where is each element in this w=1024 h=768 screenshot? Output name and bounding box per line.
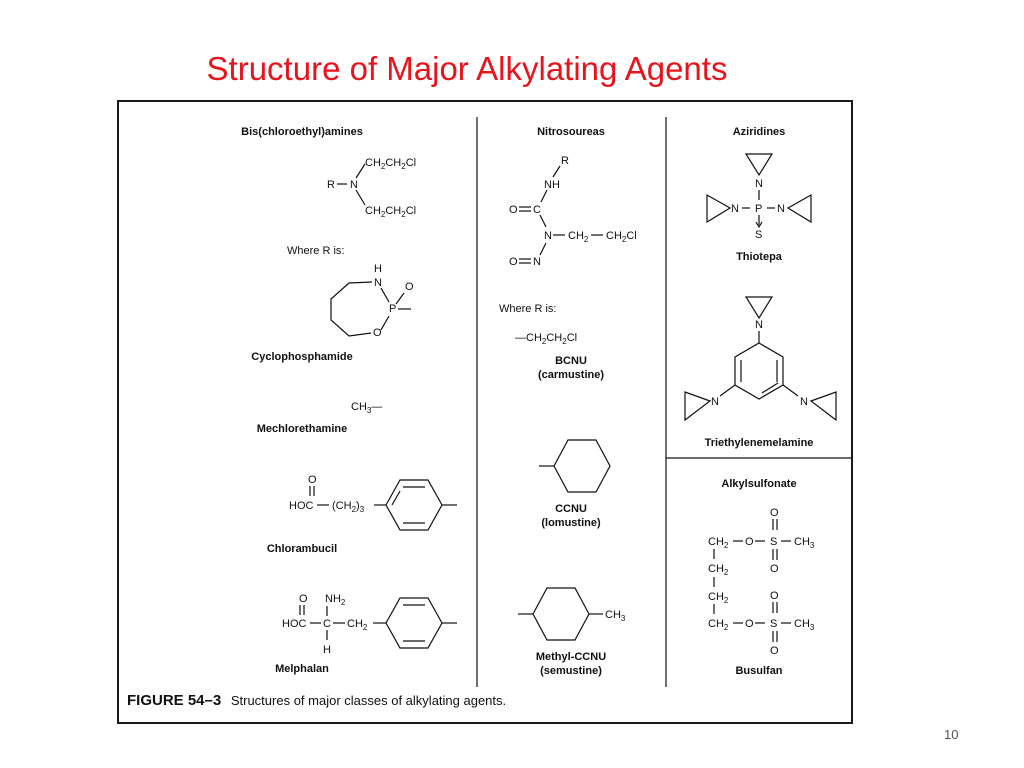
- methyl-ccnu-structure: CH3 Methyl-CCNU (semustine): [518, 587, 626, 677]
- chlorambucil-structure: O HOC (CH2)3 Chlorambucil: [267, 474, 457, 555]
- svg-text:H: H: [374, 263, 382, 275]
- figure-caption: FIGURE 54–3 Structures of major classes …: [127, 692, 506, 709]
- drug-name-triethylenemelamine: Triethylenemelamine: [705, 437, 814, 449]
- svg-text:HOC: HOC: [282, 618, 307, 630]
- svg-text:N: N: [533, 256, 541, 268]
- svg-text:N: N: [374, 277, 382, 289]
- svg-text:N: N: [755, 178, 763, 190]
- svg-text:CH3: CH3: [794, 536, 815, 550]
- aziridines-header: Aziridines: [733, 126, 786, 138]
- svg-text:CH3: CH3: [794, 618, 815, 632]
- svg-text:O: O: [770, 590, 779, 602]
- ccnu-structure: CCNU (lomustine): [539, 439, 611, 529]
- svg-text:CH2: CH2: [708, 536, 729, 550]
- svg-text:(CH2)3: (CH2)3: [332, 500, 365, 514]
- cyclophosphamide-structure: H N P O O Cyclophosphamide: [251, 263, 414, 363]
- nitrogen-mustard-core: R N CH2CH2Cl CH2CH2Cl: [327, 157, 416, 219]
- drug-name-melphalan: Melphalan: [275, 663, 329, 675]
- busulfan-structure: O CH2 O S CH3 O CH2 CH2 O CH2 O S CH3 O …: [708, 507, 815, 677]
- svg-text:O: O: [509, 204, 518, 216]
- bis-header: Bis(chloroethyl)amines: [241, 126, 363, 138]
- triethylenemelamine-structure: N N N Triethylenemelamine: [684, 296, 837, 449]
- svg-text:P: P: [755, 203, 762, 215]
- drug-name-ccnu: CCNU: [555, 503, 587, 515]
- svg-text:CH2: CH2: [568, 230, 589, 244]
- svg-text:H: H: [323, 644, 331, 656]
- drug-alt-lomustine: (lomustine): [541, 517, 601, 529]
- svg-text:N: N: [800, 396, 808, 408]
- svg-text:O: O: [770, 645, 779, 657]
- svg-text:O: O: [745, 536, 754, 548]
- drug-alt-semustine: (semustine): [540, 665, 602, 677]
- svg-text:CH2: CH2: [347, 618, 368, 632]
- svg-text:HOC: HOC: [289, 500, 314, 512]
- svg-text:O: O: [373, 327, 382, 339]
- page-number: 10: [944, 727, 959, 742]
- svg-text:R: R: [327, 179, 335, 191]
- svg-text:CH2: CH2: [708, 618, 729, 632]
- svg-text:O: O: [770, 507, 779, 519]
- svg-text:C: C: [323, 618, 331, 630]
- thiotepa-structure: N P N N S Thiotepa: [706, 153, 812, 263]
- svg-text:CH2CH2Cl: CH2CH2Cl: [365, 157, 416, 171]
- svg-text:CH3: CH3: [605, 609, 626, 623]
- melphalan-structure: O HOC NH2 C H CH2 Melphalan: [275, 593, 457, 675]
- svg-text:N: N: [711, 396, 719, 408]
- drug-name-methyl-ccnu: Methyl-CCNU: [536, 651, 606, 663]
- svg-text:O: O: [405, 281, 414, 293]
- svg-text:S: S: [755, 229, 762, 241]
- svg-text:CH3—: CH3—: [351, 401, 382, 415]
- chemical-structures-figure: Bis(chloroethyl)amines R N CH2CH2Cl CH2C…: [241, 117, 851, 687]
- nitro-where-r: Where R is:: [499, 303, 556, 315]
- drug-name-chlorambucil: Chlorambucil: [267, 543, 337, 555]
- svg-text:CH2Cl: CH2Cl: [606, 230, 637, 244]
- bcnu-structure: —CH2CH2Cl BCNU (carmustine): [515, 332, 604, 381]
- svg-text:O: O: [509, 256, 518, 268]
- svg-text:N: N: [755, 319, 763, 331]
- svg-text:NH: NH: [544, 179, 560, 191]
- svg-text:S: S: [770, 536, 777, 548]
- svg-text:N: N: [731, 203, 739, 215]
- drug-name-thiotepa: Thiotepa: [736, 251, 783, 263]
- drug-name-cyclophosphamide: Cyclophosphamide: [251, 351, 352, 363]
- svg-text:—CH2CH2Cl: —CH2CH2Cl: [515, 332, 577, 346]
- svg-text:CH2: CH2: [708, 591, 729, 605]
- svg-text:P: P: [389, 303, 396, 315]
- svg-text:N: N: [777, 203, 785, 215]
- svg-text:O: O: [770, 563, 779, 575]
- svg-text:N: N: [350, 179, 358, 191]
- nitrosourea-core: R NH O C N CH2 CH2Cl O N: [509, 155, 637, 268]
- figure-label: FIGURE 54–3: [127, 692, 222, 709]
- figure-caption-text: Structures of major classes of alkylatin…: [230, 693, 507, 708]
- slide-title: Structure of Major Alkylating Agents: [206, 50, 728, 87]
- alkylsulfonate-header: Alkylsulfonate: [721, 478, 796, 490]
- svg-text:O: O: [308, 474, 317, 486]
- figure-panel: Bis(chloroethyl)amines R N CH2CH2Cl CH2C…: [117, 100, 853, 724]
- svg-text:CH2CH2Cl: CH2CH2Cl: [365, 205, 416, 219]
- drug-alt-carmustine: (carmustine): [538, 369, 604, 381]
- svg-text:C: C: [533, 204, 541, 216]
- drug-name-bcnu: BCNU: [555, 355, 587, 367]
- bis-where-r: Where R is:: [287, 245, 344, 257]
- svg-text:O: O: [299, 593, 308, 605]
- drug-name-busulfan: Busulfan: [735, 665, 782, 677]
- svg-text:N: N: [544, 230, 552, 242]
- svg-text:S: S: [770, 618, 777, 630]
- svg-text:R: R: [561, 155, 569, 167]
- svg-text:NH2: NH2: [325, 593, 346, 607]
- svg-text:CH2: CH2: [708, 563, 729, 577]
- svg-text:O: O: [745, 618, 754, 630]
- drug-name-mechlorethamine: Mechlorethamine: [257, 423, 347, 435]
- nitro-header: Nitrosoureas: [537, 126, 605, 138]
- mechlorethamine-structure: CH3— Mechlorethamine: [257, 401, 383, 435]
